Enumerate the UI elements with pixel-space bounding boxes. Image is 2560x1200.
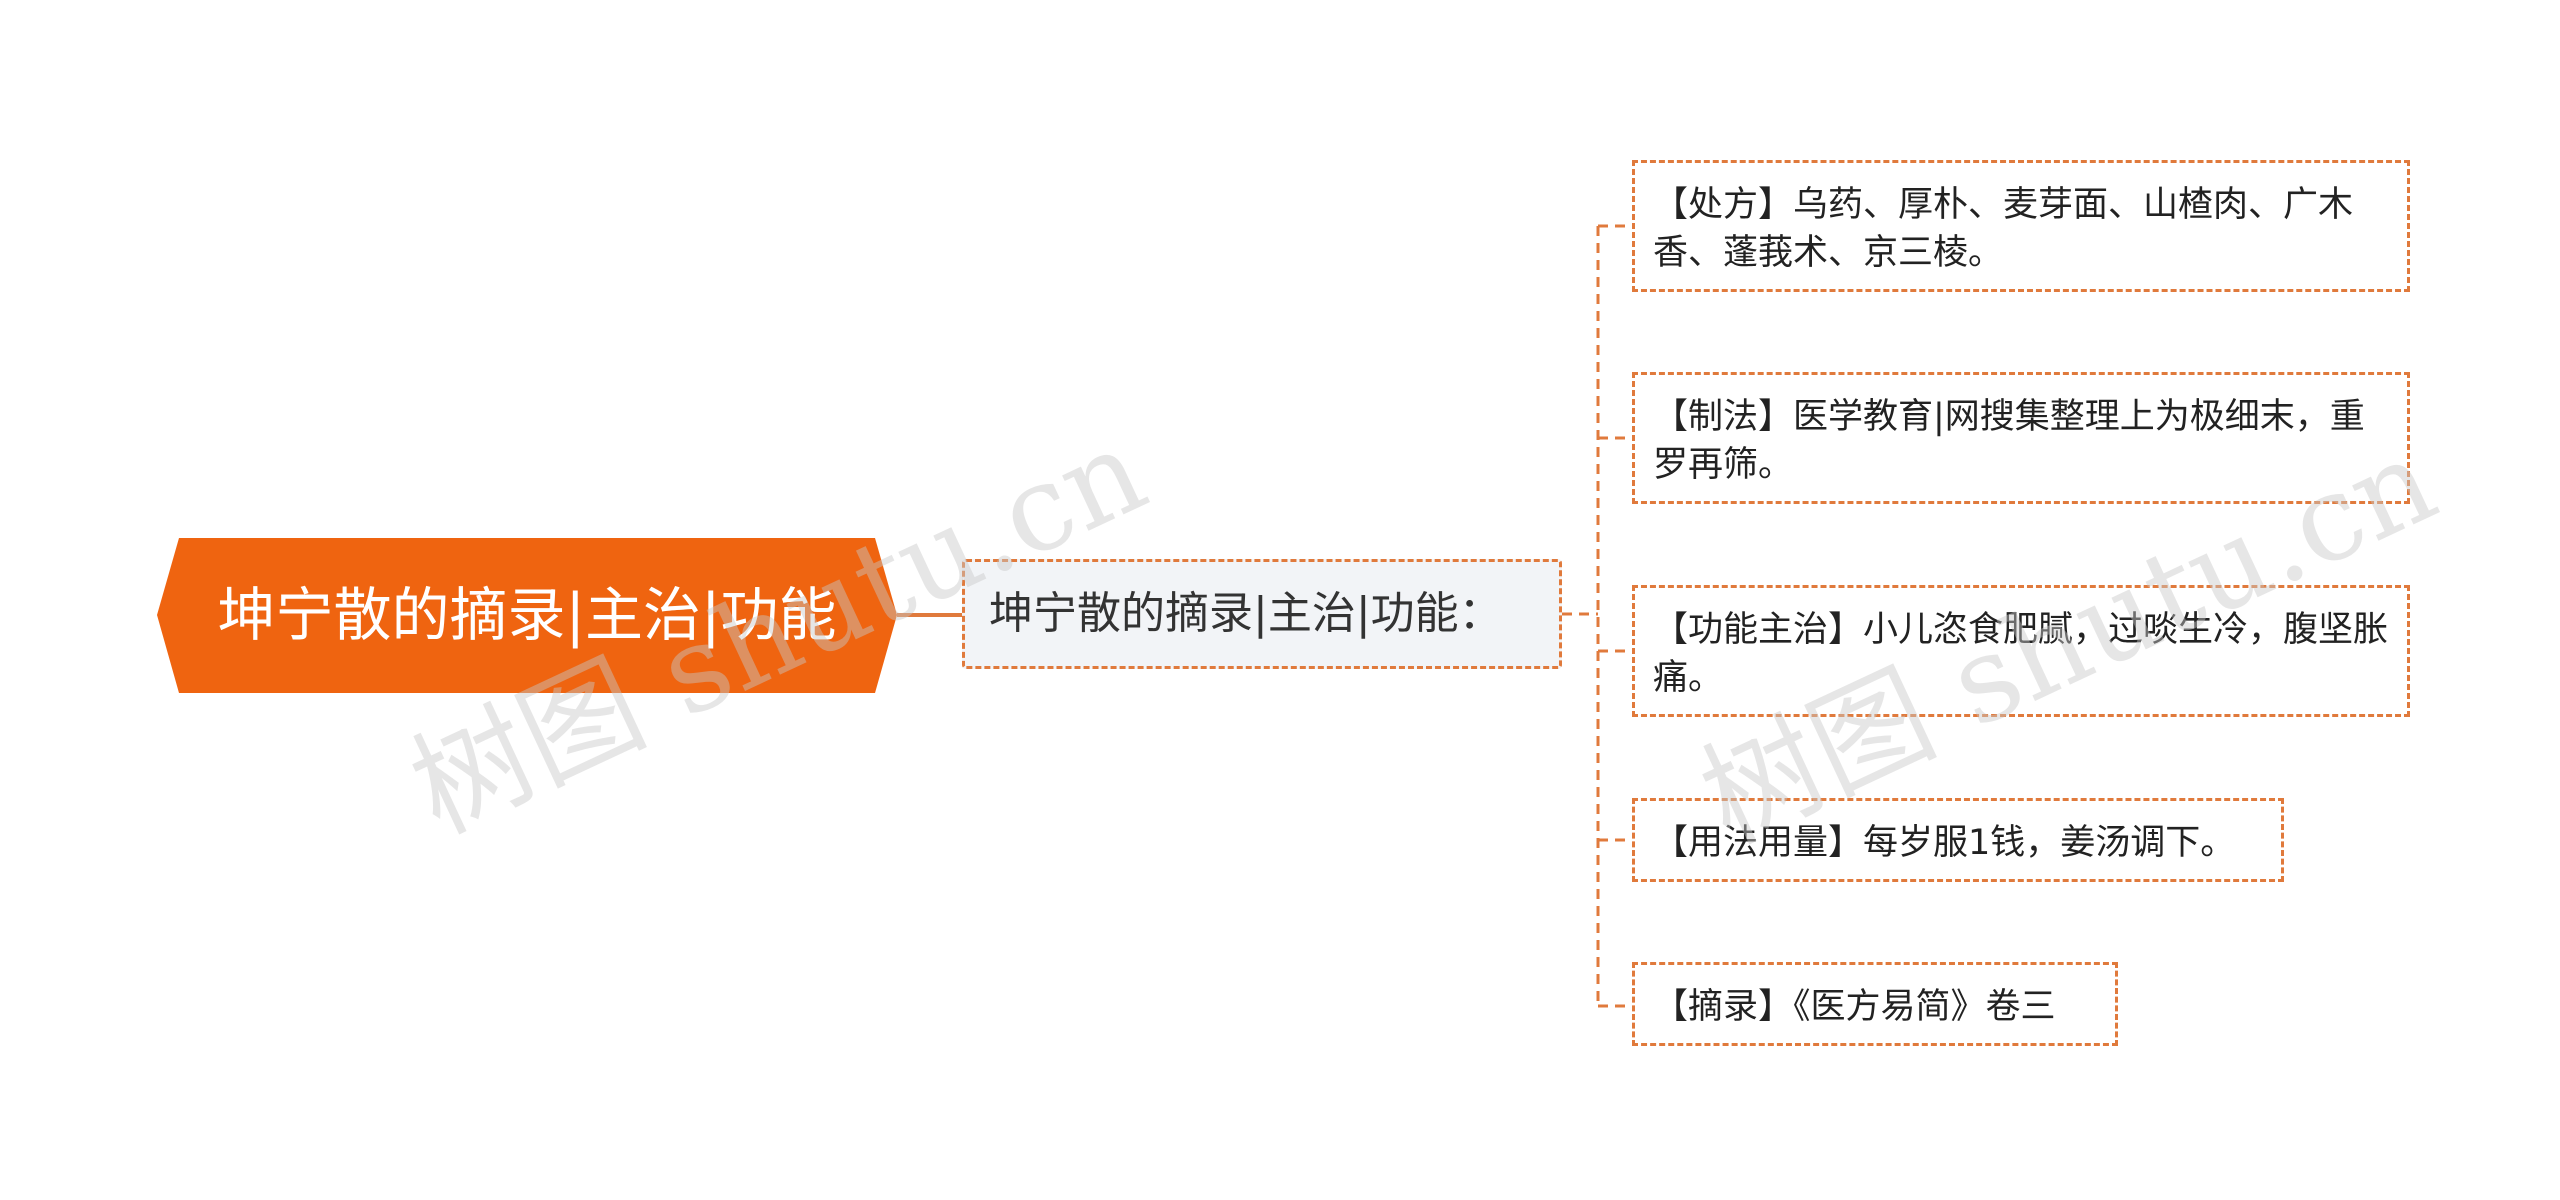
root-hexagon-shape	[157, 538, 897, 693]
detail-node-label: 【功能主治】小儿恣食肥腻，过啖生冷，腹坚胀痛。	[1653, 610, 2389, 698]
detail-node-label: 【用法用量】每岁服1钱，姜汤调下。	[1653, 823, 2236, 863]
detail-node-dosage[interactable]: 【用法用量】每岁服1钱，姜汤调下。	[1632, 798, 2284, 882]
detail-node-prescription[interactable]: 【处方】乌药、厚朴、麦芽面、山楂肉、广木香、蓬莪术、京三棱。	[1632, 160, 2410, 292]
root-topic-node[interactable]: 坤宁散的摘录|主治|功能	[157, 538, 897, 693]
detail-node-label: 【制法】医学教育|网搜集整理上为极细末，重罗再筛。	[1653, 397, 2365, 485]
detail-node-preparation[interactable]: 【制法】医学教育|网搜集整理上为极细末，重罗再筛。	[1632, 372, 2410, 504]
detail-node-label: 【处方】乌药、厚朴、麦芽面、山楂肉、广木香、蓬莪术、京三棱。	[1653, 185, 2354, 273]
detail-node-label: 【摘录】《医方易简》卷三	[1653, 987, 2056, 1027]
detail-node-source[interactable]: 【摘录】《医方易简》卷三	[1632, 962, 2118, 1046]
root-topic-label: 坤宁散的摘录|主治|功能	[217, 581, 837, 649]
detail-node-indications[interactable]: 【功能主治】小儿恣食肥腻，过啖生冷，腹坚胀痛。	[1632, 585, 2410, 717]
subtopic-node[interactable]: 坤宁散的摘录|主治|功能：	[962, 559, 1562, 669]
